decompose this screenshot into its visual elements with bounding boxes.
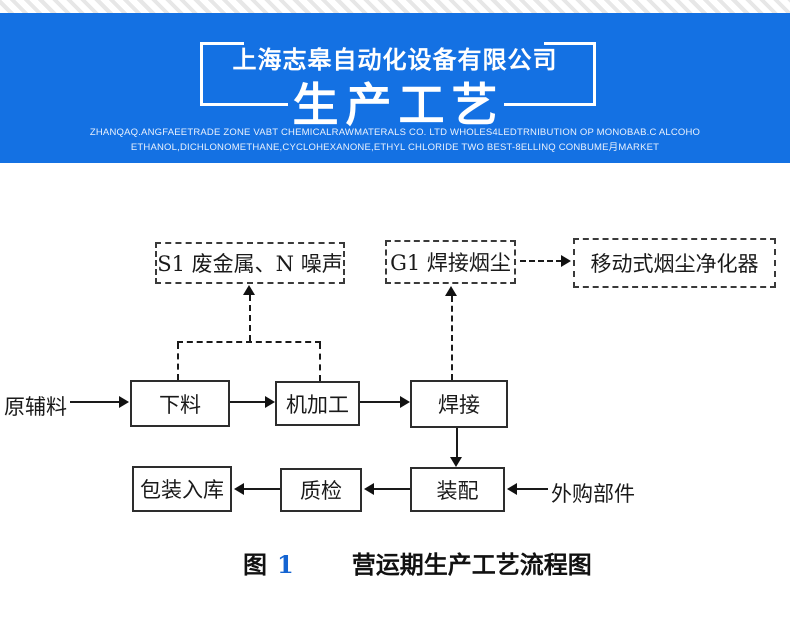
- label-raw-materials: 原辅料: [4, 395, 67, 419]
- arrow-assembly-to-inspection: [374, 488, 410, 490]
- frame-segment: [200, 42, 203, 106]
- dashed-connector-to-s1: [249, 295, 251, 341]
- company-name: 上海志皋自动化设备有限公司: [232, 47, 558, 74]
- caption-title: 营运期生产工艺流程图: [351, 550, 592, 579]
- dashed-connector-from-cutting: [177, 343, 179, 380]
- caption-figure-number: 1: [277, 550, 294, 579]
- page-header: 上海志皋自动化设备有限公司 生产工艺 ZHANQAQ.ANGFAEETRADE …: [0, 13, 790, 163]
- frame-segment: [544, 42, 596, 45]
- dashed-connector-welding-to-g1: [451, 296, 453, 380]
- page-title: 生产工艺: [292, 79, 505, 131]
- flow-box-assembly: 装配: [410, 467, 505, 512]
- emission-box-s1: S1 废金属、N 噪声: [155, 242, 345, 284]
- arrowhead-left-icon: [507, 483, 517, 495]
- tagline-line1: ZHANQAQ.ANGFAEETRADE ZONE VABT CHEMICALR…: [89, 127, 701, 138]
- arrowhead-right-icon: [119, 396, 129, 408]
- arrowhead-left-icon: [234, 483, 244, 495]
- label-purchased-parts: 外购部件: [551, 482, 635, 506]
- arrow-raw-to-cutting: [70, 401, 120, 403]
- arrowhead-up-icon: [243, 285, 255, 295]
- arrow-welding-to-assembly: [456, 428, 458, 457]
- arrow-cutting-to-machining: [230, 401, 266, 403]
- arrow-purchased-to-assembly: [517, 488, 548, 490]
- arrowhead-up-icon: [445, 286, 457, 296]
- purifier-box: 移动式烟尘净化器: [573, 238, 776, 288]
- arrowhead-left-icon: [364, 483, 374, 495]
- frame-segment: [200, 103, 288, 106]
- frame-segment: [200, 42, 244, 45]
- top-stripe-band: [0, 0, 790, 13]
- arrowhead-right-icon: [400, 396, 410, 408]
- flow-box-inspection: 质检: [280, 468, 362, 512]
- dashed-connector-horizontal: [177, 341, 321, 343]
- header-tagline: ZHANQAQ.ANGFAEETRADE ZONE VABT CHEMICALR…: [0, 125, 790, 155]
- frame-segment: [504, 103, 596, 106]
- dashed-connector-from-machining: [319, 343, 321, 381]
- flow-box-cutting: 下料: [130, 380, 230, 427]
- arrowhead-right-icon: [561, 255, 571, 267]
- flow-box-packaging: 包装入库: [132, 466, 232, 512]
- arrowhead-down-icon: [450, 457, 462, 467]
- arrow-inspection-to-packaging: [244, 488, 280, 490]
- dashed-arrow-g1-to-purifier: [520, 260, 562, 262]
- flow-box-welding: 焊接: [410, 380, 508, 428]
- arrow-machining-to-welding: [360, 401, 400, 403]
- arrowhead-right-icon: [265, 396, 275, 408]
- emission-box-g1: G1 焊接烟尘: [385, 240, 516, 284]
- flow-box-machining: 机加工: [275, 381, 360, 426]
- frame-segment: [593, 42, 596, 106]
- tagline-line2: ETHANOL,DICHLONOMETHANE,CYCLOHEXANONE,ET…: [130, 142, 660, 153]
- process-flow-diagram: S1 废金属、N 噪声 G1 焊接烟尘 移动式烟尘净化器 下料 机加工 焊接 包…: [0, 163, 790, 632]
- caption-figure-label: 图: [243, 550, 267, 579]
